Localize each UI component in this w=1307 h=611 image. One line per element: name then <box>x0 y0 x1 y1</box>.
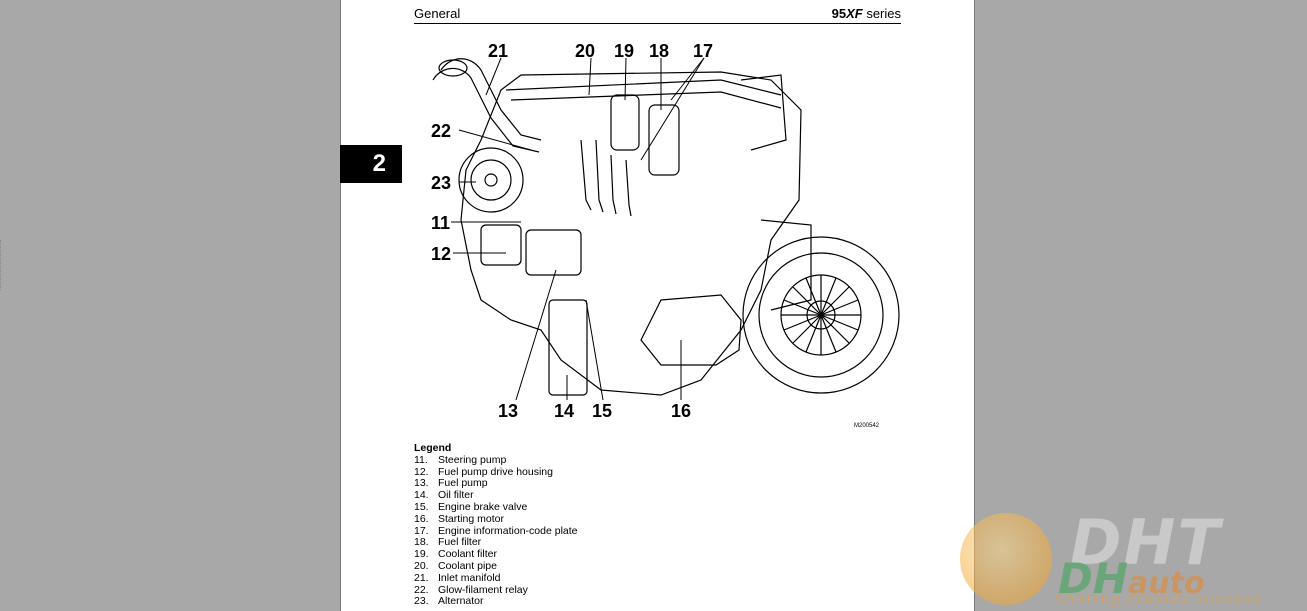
callout-20: 20 <box>575 41 595 61</box>
chapter-tab: 2 <box>340 145 402 183</box>
legend-item: 22.Glow-filament relay <box>414 583 528 596</box>
callout-11: 11 <box>431 213 450 233</box>
legend-item: 14.Oil filter <box>414 489 474 502</box>
callout-13: 13 <box>498 401 518 421</box>
legend-item: 18.Fuel filter <box>414 536 482 549</box>
callout-22: 22 <box>431 121 451 141</box>
watermark-sub: DHauto <box>1058 554 1205 603</box>
legend-item: 11.Steering pump <box>414 453 507 466</box>
watermark-brand: DHT <box>1070 506 1222 579</box>
legend-item: 15.Engine brake valve <box>414 500 528 513</box>
document-page: General 95XF series <box>340 0 975 611</box>
callout-12: 12 <box>431 244 451 264</box>
callout-19: 19 <box>614 41 634 61</box>
legend-item: 23.Alternator <box>414 595 484 608</box>
legend: Legend 11.Steering pump 12.Fuel pump dri… <box>414 442 578 608</box>
callout-17: 17 <box>693 41 713 61</box>
side-panel-handle[interactable] <box>0 240 4 290</box>
legend-item: 12.Fuel pump drive housing <box>414 465 553 478</box>
callout-14: 14 <box>554 401 574 421</box>
legend-item: 16.Starting motor <box>414 512 504 525</box>
series-number: 95 <box>831 6 847 21</box>
callout-21: 21 <box>488 41 508 61</box>
header-section: General <box>414 6 461 21</box>
watermark-logo: DHT DHauto Sharing creates success <box>958 506 1307 611</box>
watermark-arrow-icon <box>960 513 1052 605</box>
callout-23: 23 <box>431 173 451 193</box>
header-series: 95XF series <box>832 6 901 21</box>
watermark-slogan: Sharing creates success <box>1054 590 1262 608</box>
series-model: XF <box>846 6 863 21</box>
callout-18: 18 <box>649 41 669 61</box>
callout-15: 15 <box>592 401 612 421</box>
legend-title: Legend <box>414 442 452 454</box>
legend-item: 21.Inlet manifold <box>414 571 501 584</box>
legend-item: 19.Coolant filter <box>414 548 497 561</box>
series-word: series <box>862 6 901 21</box>
engine-figure: 21 20 19 18 17 22 23 11 12 13 14 15 16 M… <box>431 41 900 429</box>
legend-item: 20.Coolant pipe <box>414 559 497 572</box>
callout-16: 16 <box>671 401 691 421</box>
header-rule <box>414 23 901 24</box>
legend-item: 17.Engine information-code plate <box>414 524 578 537</box>
figure-code: M200542 <box>854 423 880 429</box>
legend-item: 13.Fuel pump <box>414 477 488 490</box>
